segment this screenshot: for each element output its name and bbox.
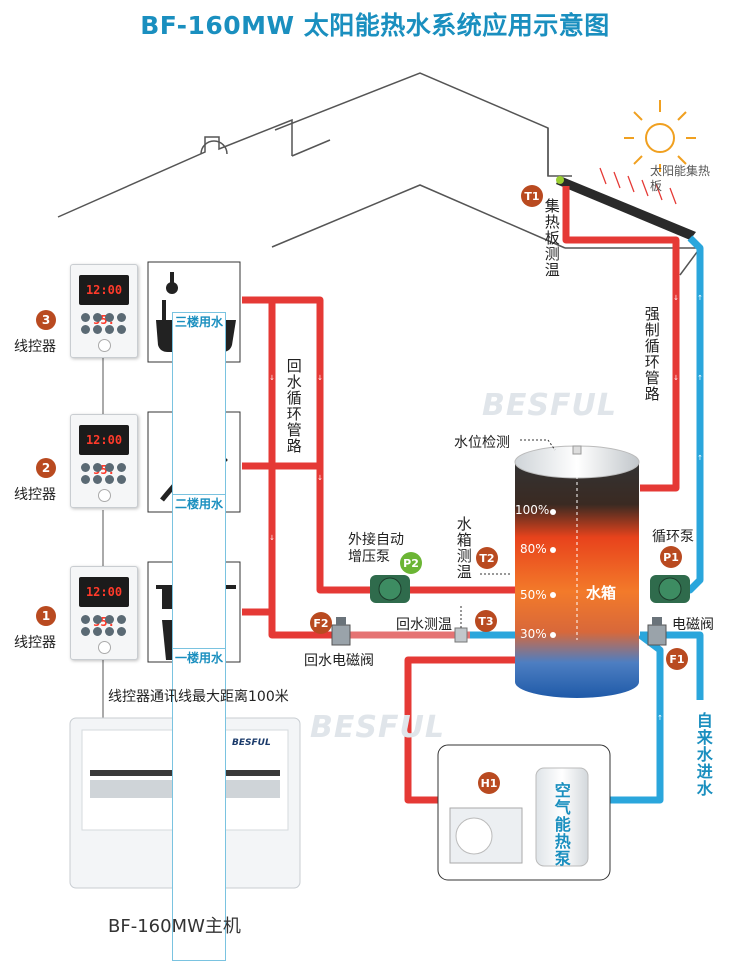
leader-lines (480, 439, 556, 575)
comm-line-note: 线控器通讯线最大距离100米 (108, 689, 289, 705)
floor-3-controller-label: 线控器 (14, 339, 56, 355)
booster-pump (370, 575, 410, 603)
collector-temp-label: 集热板测温 (542, 198, 561, 278)
floor-1-controller-label: 线控器 (14, 635, 56, 651)
level-sensor-label: 水位检测 (454, 435, 510, 451)
tank-temp-label: 水箱测温 (454, 516, 473, 580)
flow-arrows: ↓ ↓ ↑ ↑ ↑ ↓ ↓ ↓ ↓ ↑ ↑ (269, 294, 703, 722)
return-temp-sensor (454, 606, 468, 643)
svg-text:↑: ↑ (697, 454, 703, 462)
heat-pump-frame (437, 744, 611, 881)
floor-1-display: 12:00 55. (79, 577, 129, 629)
water-tank (514, 445, 640, 698)
return-temp-label: 回水测温 (396, 617, 452, 633)
circulation-pump (650, 575, 690, 603)
floor-1-controller[interactable]: 12:00 55. (70, 566, 138, 660)
tank-level-80: 80% (520, 542, 547, 556)
floor-3-display: 12:00 55. (79, 275, 129, 327)
svg-text:↓: ↓ (317, 474, 323, 482)
svg-text:↑: ↑ (697, 374, 703, 382)
f2-badge: F2 (310, 612, 332, 634)
return-loop-pipes (242, 296, 515, 639)
p2-badge: P2 (400, 552, 422, 574)
svg-text:↓: ↓ (269, 374, 275, 382)
tank-label: 水箱 (586, 584, 617, 602)
host-brand-logo: BESFUL (232, 738, 271, 748)
inlet-valve (647, 617, 667, 646)
return-loop-label: 回水循环管路 (284, 358, 303, 454)
watermark-bottom: BESFUL (310, 710, 445, 745)
h1-badge: H1 (478, 772, 500, 794)
inlet-valve-label: 电磁阀 (672, 617, 714, 633)
floor-3-number: 3 (36, 310, 56, 330)
sunlight-arrows (599, 167, 677, 205)
cold-inlet-label: 自来水进水 (693, 712, 713, 797)
diagram-title: BF-160MW 太阳能热水系统应用示意图 (140, 11, 610, 40)
return-valve (331, 617, 351, 646)
solar-collector (556, 176, 696, 240)
floor-1-room-label: 一楼用水 (172, 648, 227, 961)
circulation-pump-label: 循环泵 (652, 529, 694, 545)
svg-text:↓: ↓ (673, 374, 679, 382)
sun-icon (624, 100, 696, 172)
floor-3-controller[interactable]: 12:00 55. (70, 264, 138, 358)
t2-badge: T2 (476, 547, 498, 569)
svg-text:↑: ↑ (697, 294, 703, 302)
floor-1-number: 1 (36, 606, 56, 626)
return-valve-label: 回水电磁阀 (304, 653, 374, 669)
f1-badge: F1 (666, 648, 688, 670)
t3-badge: T3 (475, 610, 497, 632)
p1-badge: P1 (660, 546, 682, 568)
watermark-top: BESFUL (482, 388, 617, 423)
floor-2-number: 2 (36, 458, 56, 478)
svg-text:↓: ↓ (269, 534, 275, 542)
floor-2-display: 12:00 55. (79, 425, 129, 477)
house-outline (57, 72, 702, 276)
host-label: BF-160MW主机 (108, 916, 241, 937)
svg-text:↓: ↓ (673, 294, 679, 302)
t1-badge: T1 (521, 185, 543, 207)
solar-collector-label: 太阳能集热板 (650, 164, 711, 193)
floor-2-controller[interactable]: 12:00 55. (70, 414, 138, 508)
tank-level-50: 50% (520, 588, 547, 602)
tank-level-30: 30% (520, 627, 547, 641)
heat-pump-label: 空气能热泵 (551, 782, 571, 867)
booster-pump-label: 外接自动增压泵 (348, 532, 404, 565)
svg-text:↑: ↑ (657, 714, 663, 722)
floor-2-controller-label: 线控器 (14, 487, 56, 503)
svg-text:↓: ↓ (317, 374, 323, 382)
forced-loop-label: 强制循环管路 (642, 306, 661, 402)
tank-level-100: 100% (515, 503, 550, 517)
svg-text:↑: ↑ (405, 714, 411, 722)
